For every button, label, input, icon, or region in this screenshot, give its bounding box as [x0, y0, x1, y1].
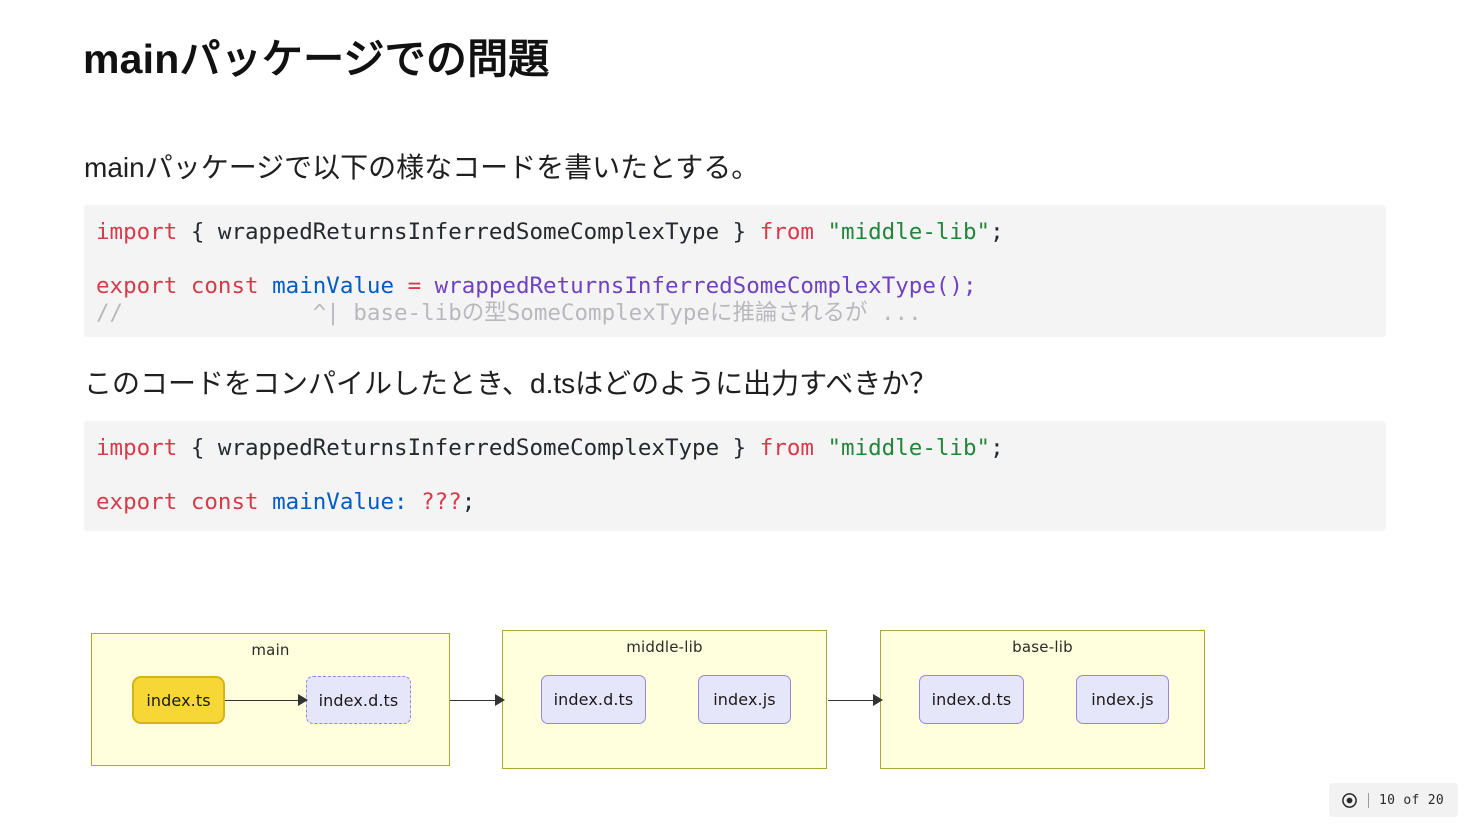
- node-middle-lib-index-d-ts: index.d.ts: [541, 675, 646, 724]
- slide-footer: 10 of 20: [1328, 783, 1458, 817]
- token-space: [814, 219, 828, 245]
- token-space: [259, 489, 273, 515]
- token-semicolon: ;: [990, 435, 1004, 461]
- node-label: index.js: [1091, 690, 1154, 709]
- node-base-lib-index-js: index.js: [1076, 675, 1169, 724]
- node-label: index.js: [713, 690, 776, 709]
- token-call-parens: ();: [935, 273, 977, 299]
- code-line-export: export const mainValue = wrappedReturnsI…: [84, 273, 1386, 300]
- token-space: [421, 273, 435, 299]
- token-semicolon: ;: [461, 489, 476, 515]
- node-label: index.d.ts: [553, 690, 634, 709]
- token-function-name: wrappedReturnsInferredSomeComplexType: [434, 273, 936, 299]
- arrow-ts-to-dts: [225, 700, 300, 701]
- package-group-middle-lib-label: middle-lib: [626, 638, 703, 656]
- token-module-string: "middle-lib": [827, 435, 991, 461]
- token-comment: // ^| base-libの型SomeComplexTypeに推論されるが .…: [96, 300, 922, 326]
- code-line-import: import { wrappedReturnsInferredSomeCompl…: [84, 219, 1386, 246]
- node-label: index.d.ts: [318, 690, 399, 710]
- token-operator-equals: =: [407, 273, 422, 299]
- page-indicator: 10 of 20: [1378, 792, 1444, 808]
- footer-divider: [1367, 792, 1369, 808]
- package-group-base-lib: base-lib index.d.ts index.js: [880, 630, 1205, 769]
- package-group-middle-lib: middle-lib index.d.ts index.js: [502, 630, 827, 769]
- token-space: [394, 273, 408, 299]
- token-space: [408, 489, 422, 515]
- arrow-ts-to-dts-head: [298, 694, 308, 706]
- arrow-middle-lib-to-base-lib: [828, 700, 880, 701]
- page-title: mainパッケージでの問題: [83, 36, 550, 82]
- paragraph-intro: mainパッケージで以下の様なコードを書いたとする。: [84, 152, 760, 183]
- token-module-string: "middle-lib": [827, 219, 991, 245]
- package-group-main: main index.ts index.d.ts: [91, 633, 450, 766]
- token-keyword-from: from: [759, 435, 814, 461]
- node-middle-lib-index-js: index.js: [698, 675, 791, 724]
- token-import-symbol: { wrappedReturnsInferredSomeComplexType …: [177, 219, 760, 245]
- arrow-middle-lib-to-base-lib-head: [873, 694, 883, 706]
- node-label: index.d.ts: [931, 690, 1012, 709]
- code-line-export-dts: export const mainValue: ???;: [84, 489, 1386, 516]
- token-colon: :: [394, 489, 408, 515]
- code-line-comment: // ^| base-libの型SomeComplexTypeに推論されるが .…: [84, 300, 1386, 327]
- node-main-index-ts: index.ts: [132, 676, 225, 724]
- token-keyword-import: import: [96, 219, 178, 245]
- package-group-base-lib-label: base-lib: [1012, 638, 1073, 656]
- token-semicolon: ;: [990, 219, 1004, 245]
- token-variable-mainvalue: mainValue: [272, 489, 395, 515]
- token-keyword-export-const: export const: [96, 489, 259, 515]
- node-main-index-d-ts: index.d.ts: [306, 676, 411, 724]
- token-unknown-type: ???: [421, 489, 462, 515]
- arrow-main-to-middle-lib: [450, 700, 502, 701]
- token-import-symbol: { wrappedReturnsInferredSomeComplexType …: [177, 435, 760, 461]
- paragraph-question: このコードをコンパイルしたとき、d.tsはどのように出力すべきか？: [84, 368, 938, 399]
- code-line-import-dts: import { wrappedReturnsInferredSomeCompl…: [84, 435, 1386, 462]
- code-blank-line: [84, 246, 1386, 273]
- code-block-declaration: import { wrappedReturnsInferredSomeCompl…: [84, 421, 1386, 531]
- code-block-source: import { wrappedReturnsInferredSomeCompl…: [84, 205, 1386, 337]
- token-variable-mainvalue: mainValue: [272, 273, 395, 299]
- token-keyword-export-const: export const: [96, 273, 259, 299]
- code-blank-line: [84, 462, 1386, 489]
- presentation-target-icon[interactable]: [1341, 792, 1358, 809]
- token-space: [259, 273, 273, 299]
- token-keyword-import: import: [96, 435, 178, 461]
- token-space: [814, 435, 828, 461]
- package-group-main-label: main: [251, 641, 290, 659]
- token-keyword-from: from: [759, 219, 814, 245]
- arrow-main-to-middle-lib-head: [495, 694, 505, 706]
- node-label: index.ts: [146, 690, 211, 710]
- node-base-lib-index-d-ts: index.d.ts: [919, 675, 1024, 724]
